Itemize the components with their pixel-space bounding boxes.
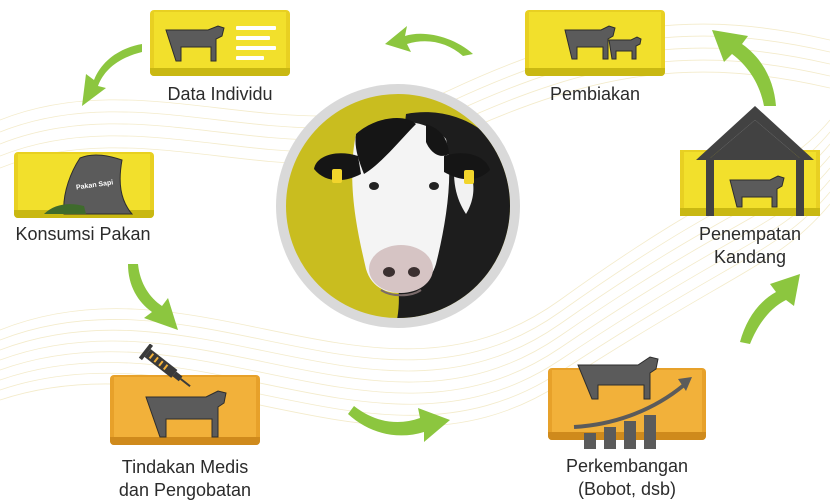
tindakan-medis-label-2: dan Pengobatan (118, 480, 252, 500)
arrow-penempatan-to-pembiakan-icon (712, 30, 776, 106)
data-individu-label: Data Individu (167, 84, 273, 104)
cow-icon (729, 175, 785, 208)
trend-line (573, 383, 686, 429)
tindakan-medis-card (110, 375, 260, 445)
text-lines-icon (236, 26, 276, 60)
pembiakan-label: Pembiakan (549, 84, 641, 104)
cow-icon (145, 390, 227, 438)
cow-icon (577, 356, 659, 400)
konsumsi-pakan-label: Konsumsi Pakan (15, 224, 151, 244)
penempatan-kandang-label-2: Kandang (713, 247, 787, 267)
growth-chart-icon (573, 356, 692, 449)
cows-icon (564, 25, 642, 60)
cow-head-illustration (314, 112, 510, 318)
tindakan-medis-label-1: Tindakan Medis (121, 457, 249, 477)
center-cow-photo-ring (276, 84, 520, 328)
cow-icon (165, 25, 225, 62)
syringe-icon (138, 344, 191, 388)
center-cow-photo (286, 94, 510, 318)
data-individu-card (150, 10, 290, 76)
arrow-data-to-konsumsi-icon (82, 44, 142, 106)
feed-sack-icon (44, 154, 134, 215)
barn-icon (696, 106, 814, 216)
bar-chart-icon (584, 415, 656, 449)
arrow-konsumsi-to-tindakan-icon (128, 264, 178, 330)
pembiakan-card (525, 10, 665, 76)
konsumsi-pakan-card: Pakan Sapi (14, 152, 154, 218)
perkembangan-label-1: Perkembangan (565, 456, 689, 476)
arrow-perkembangan-to-penempatan-icon (740, 274, 800, 344)
trend-arrow-icon (678, 377, 692, 391)
arrow-tindakan-to-perkembangan-icon (348, 406, 450, 442)
arrow-pembiakan-to-data-icon (385, 26, 473, 56)
penempatan-kandang-label-1: Penempatan (698, 224, 802, 244)
perkembangan-label-2: (Bobot, dsb) (577, 479, 677, 499)
